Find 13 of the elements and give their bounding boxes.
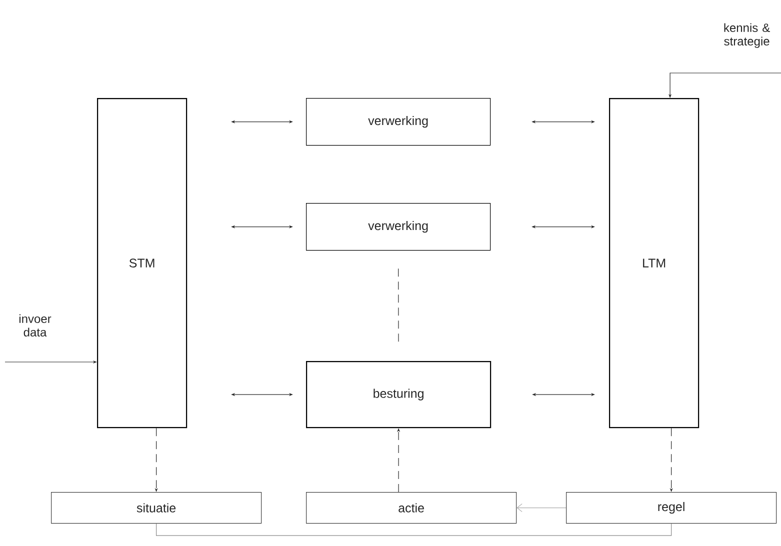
memory-box: STM bbox=[97, 98, 188, 428]
memory-box: LTM bbox=[609, 98, 700, 428]
process-box: verwerking bbox=[306, 98, 491, 146]
process-box: verwerking bbox=[306, 203, 491, 251]
output-box: actie bbox=[306, 492, 517, 524]
label-text: kennis & strategie bbox=[724, 23, 770, 48]
control-box: besturing bbox=[306, 361, 492, 428]
arrow bbox=[516, 504, 566, 512]
connector-line bbox=[156, 523, 672, 536]
output-box: regel bbox=[566, 492, 777, 524]
label-text: invoer data bbox=[19, 314, 52, 336]
output-box: situatie bbox=[51, 492, 262, 524]
connector-line bbox=[398, 268, 399, 344]
